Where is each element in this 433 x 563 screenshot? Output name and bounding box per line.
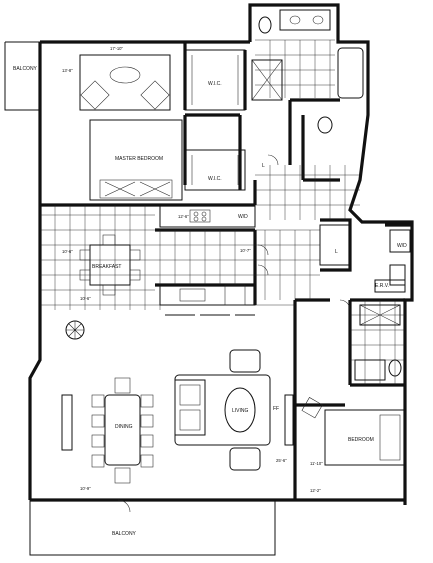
- dining-table: [61, 377, 154, 484]
- master-bed: [89, 119, 183, 201]
- breakfast-label: BREAKFAST: [92, 264, 121, 270]
- bedroom-width-dim: 11'-10": [310, 461, 323, 466]
- laundry-area: [374, 229, 411, 293]
- balcony-top-label: BALCONY: [13, 66, 38, 72]
- breakfast-depth-dim: 10'-6": [62, 249, 73, 254]
- lower-bath-fixtures: [354, 304, 402, 381]
- master-width-dim: 17'-10": [110, 46, 124, 51]
- erv-label: E.R.V.: [375, 283, 389, 289]
- living-label: LIVING: [232, 408, 249, 414]
- kitchen-width-dim: 10'-7": [240, 248, 251, 253]
- master-sitting-area: [79, 54, 171, 111]
- l-label-1: L: [262, 163, 265, 169]
- master-bedroom-label: MASTER BEDROOM: [115, 156, 163, 162]
- tile-grid-bath-upper: [255, 39, 335, 98]
- wic-lower: [184, 149, 246, 191]
- exterior-walls: [4, 3, 414, 556]
- wic-label-lower: W.I.C.: [208, 176, 222, 182]
- breakfast-width-dim: 10'-6": [80, 296, 91, 301]
- door-swings: [117, 154, 351, 513]
- ff-label: FF: [273, 406, 279, 412]
- plant: [65, 320, 85, 340]
- upper-bath-fixtures: [251, 9, 364, 134]
- bedroom-label: BEDROOM: [348, 437, 374, 443]
- bedroom-depth-dim: 12'-2": [310, 488, 321, 493]
- living-furniture: [165, 314, 294, 471]
- tile-grid-hall: [255, 165, 360, 220]
- kitchen-counters: [159, 204, 351, 306]
- living-width-dim: 10'-9": [80, 486, 91, 491]
- wd-small-label: W/D: [397, 243, 407, 249]
- wic-upper: [184, 49, 246, 111]
- interior-walls: [40, 42, 412, 500]
- master-depth-dim: 13'-8": [62, 68, 73, 73]
- wd-label: W/D: [238, 214, 248, 220]
- balcony-bottom-label: BALCONY: [112, 531, 137, 537]
- living-depth-dim: 25'-6": [276, 458, 287, 463]
- dining-label: DINING: [115, 424, 133, 430]
- misc-dim: 12'-6": [178, 214, 189, 219]
- tile-grid-bath-lower: [350, 300, 405, 385]
- l-label-2: L: [335, 249, 338, 255]
- bedroom-bed: [301, 397, 406, 466]
- wic-label-upper: W.I.C.: [208, 81, 222, 87]
- breakfast-table: [79, 234, 141, 296]
